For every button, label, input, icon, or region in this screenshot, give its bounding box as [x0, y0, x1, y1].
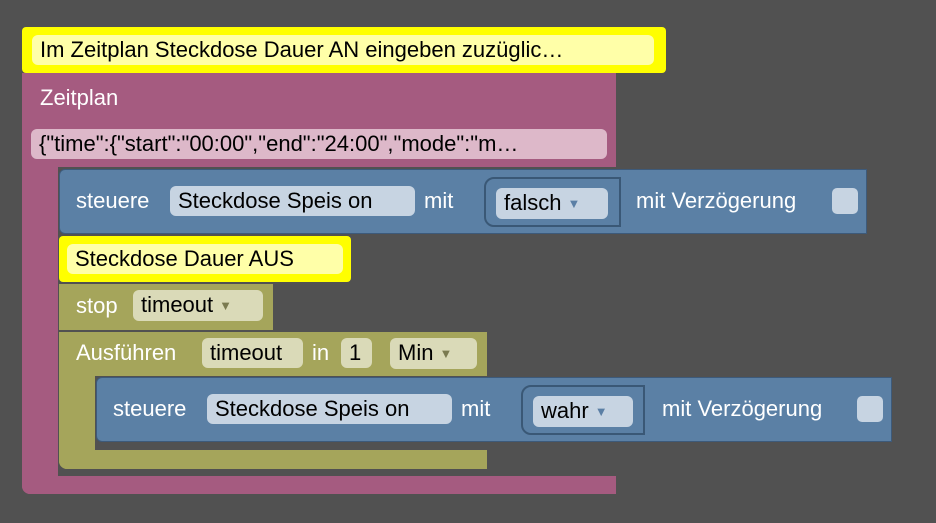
schedule-block-spine	[22, 166, 58, 494]
exec-unit-text: Min	[398, 340, 434, 365]
value-text: wahr	[541, 398, 589, 423]
with-label: mit	[424, 188, 454, 213]
delay-label: mit Verzögerung	[662, 396, 823, 421]
device-field[interactable]: Steckdose Speis on	[170, 186, 415, 216]
chevron-down-icon: ▼	[219, 298, 233, 313]
delay-label: mit Verzögerung	[636, 188, 797, 213]
exec-timeout-var[interactable]: timeout	[202, 338, 303, 368]
with-label: mit	[461, 396, 491, 421]
device-field[interactable]: Steckdose Speis on	[207, 394, 452, 424]
delay-checkbox[interactable]	[832, 188, 858, 214]
value-dropdown[interactable]: wahr ▼	[533, 396, 633, 427]
chevron-down-icon: ▼	[567, 196, 581, 211]
stop-label: stop	[76, 293, 118, 318]
comment-block[interactable]: Im Zeitplan Steckdose Dauer AN eingeben …	[22, 27, 666, 73]
exec-amount-field[interactable]: 1	[341, 338, 372, 368]
value-dropdown[interactable]: falsch ▼	[496, 188, 608, 219]
delay-checkbox[interactable]	[857, 396, 883, 422]
schedule-value-field[interactable]: {"time":{"start":"00:00","end":"24:00","…	[31, 129, 607, 159]
exec-unit-dropdown[interactable]: Min ▼	[390, 338, 477, 369]
schedule-block-footer	[22, 476, 616, 494]
stop-timeout-text: timeout	[141, 292, 214, 317]
chevron-down-icon: ▼	[439, 346, 453, 361]
exec-label: Ausführen	[76, 340, 177, 365]
value-text: falsch	[504, 190, 562, 215]
exec-timeout-footer	[59, 450, 487, 469]
comment-text[interactable]: Steckdose Dauer AUS	[67, 244, 343, 274]
stop-timeout-dropdown[interactable]: timeout ▼	[133, 290, 263, 321]
comment-block[interactable]: Steckdose Dauer AUS	[59, 236, 351, 282]
comment-text[interactable]: Im Zeitplan Steckdose Dauer AN eingeben …	[32, 35, 654, 65]
control-label: steuere	[76, 188, 150, 213]
chevron-down-icon: ▼	[594, 404, 608, 419]
in-label: in	[312, 340, 330, 365]
control-label: steuere	[113, 396, 187, 421]
schedule-label: Zeitplan	[40, 85, 119, 110]
